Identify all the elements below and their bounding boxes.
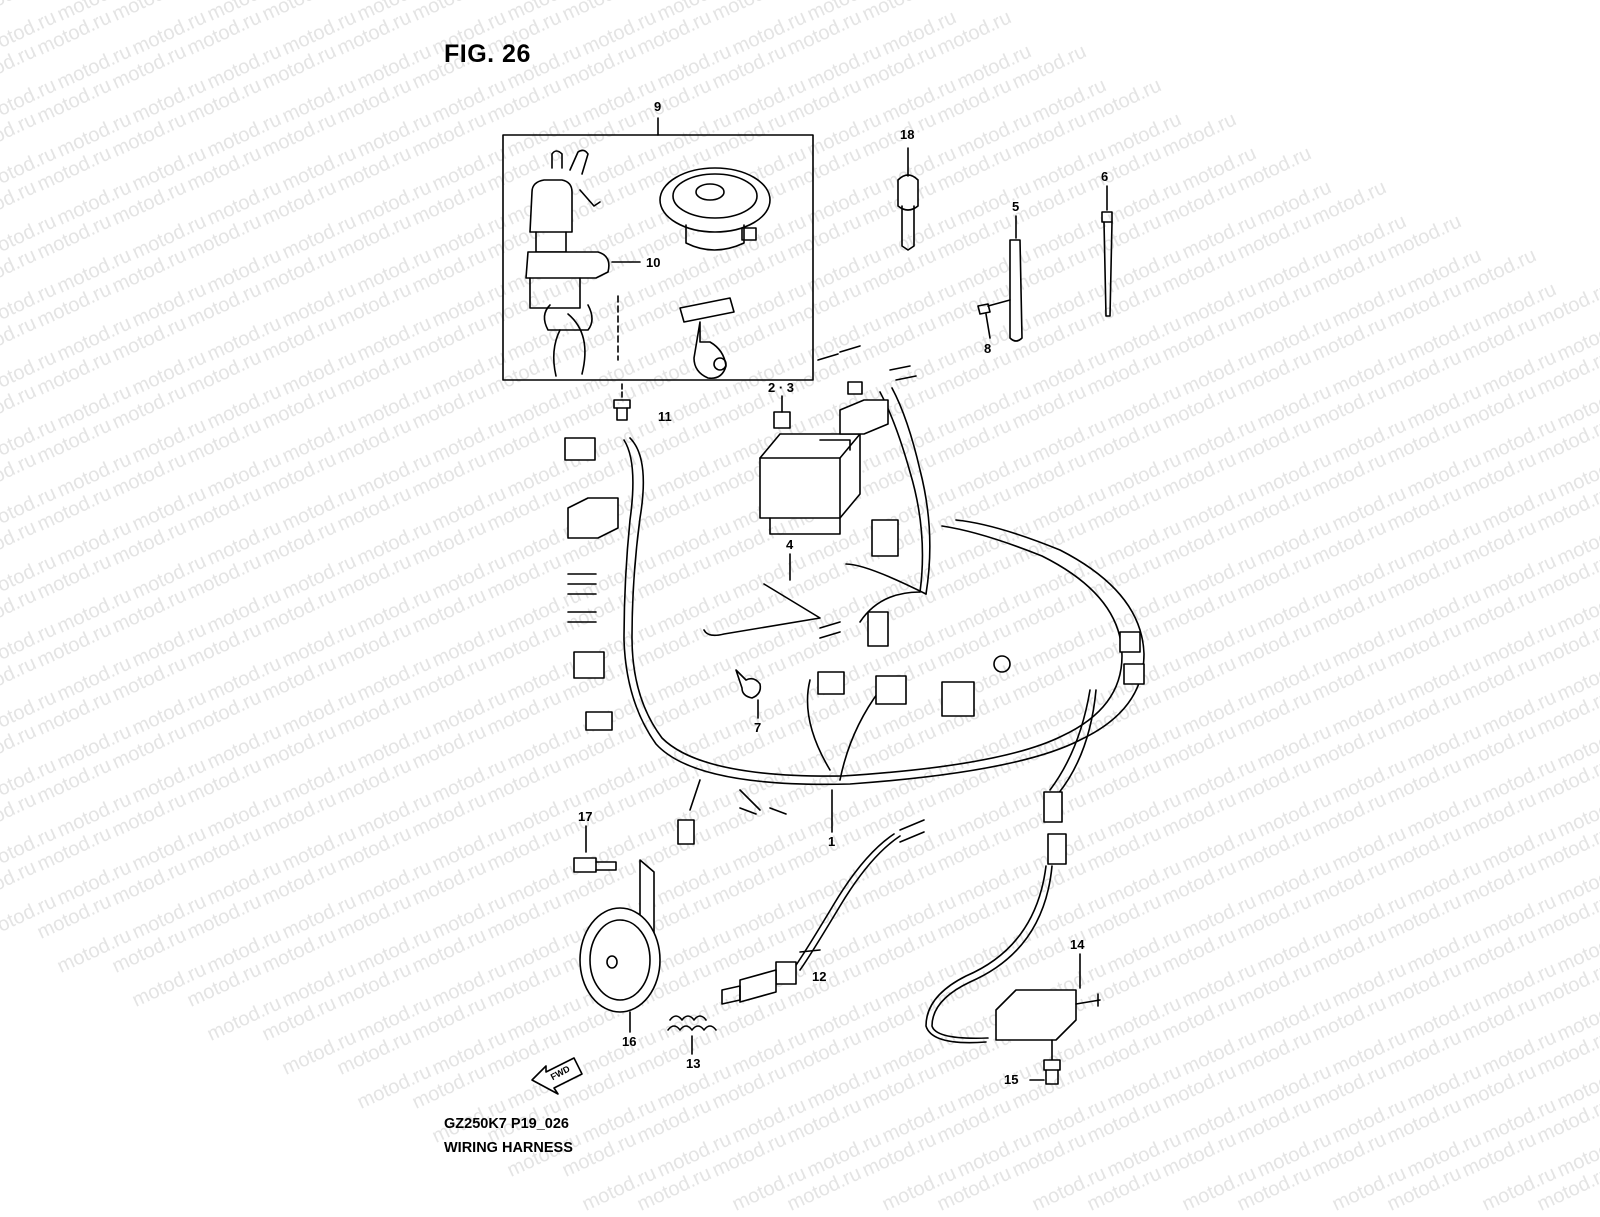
top-connectors xyxy=(817,345,917,557)
callout-11: 11 xyxy=(658,409,672,424)
spring-13 xyxy=(667,1015,717,1055)
fuse-2-3 xyxy=(773,395,791,429)
figure-code: GZ250K7 P19_026 xyxy=(444,1116,569,1132)
fwd-arrow-icon xyxy=(531,1057,583,1095)
callout-1: 1 xyxy=(828,834,836,849)
clamp-5 xyxy=(977,215,1023,342)
figure-name: WIRING HARNESS xyxy=(444,1140,573,1156)
callout-16: 16 xyxy=(622,1034,637,1049)
center-connectors xyxy=(817,611,1145,717)
bolt-11 xyxy=(613,383,631,421)
left-connectors xyxy=(564,437,619,731)
bracket-wire-4 xyxy=(703,553,821,637)
stop-switch-12 xyxy=(721,819,925,1005)
horn-16 xyxy=(579,859,661,1033)
callout-18: 18 xyxy=(900,127,915,142)
fuse-box xyxy=(759,433,861,535)
callout-9: 9 xyxy=(654,99,662,114)
bottom-connectors xyxy=(677,791,1067,865)
callout-4: 4 xyxy=(786,537,794,552)
ignition-switch xyxy=(525,149,641,377)
cable-tie-6 xyxy=(1101,185,1113,317)
callout-5: 5 xyxy=(1012,199,1020,214)
callout-17: 17 xyxy=(578,809,593,824)
fuel-cap xyxy=(659,167,771,251)
callout-6: 6 xyxy=(1101,169,1109,184)
side-stand-switch-14 xyxy=(925,865,1101,1044)
main-harness xyxy=(623,387,1145,833)
callout-13: 13 xyxy=(686,1056,701,1071)
callout-15: 15 xyxy=(1004,1072,1019,1087)
seat-lock xyxy=(679,297,735,380)
callout-10: 10 xyxy=(646,255,661,270)
callout-12: 12 xyxy=(812,969,827,984)
callout-7: 7 xyxy=(754,720,762,735)
bolt-17 xyxy=(573,825,617,873)
screw-7 xyxy=(735,669,762,719)
key-18 xyxy=(897,147,919,251)
callout-8: 8 xyxy=(984,341,992,356)
callout-14: 14 xyxy=(1070,937,1085,952)
bolt-15 xyxy=(1029,1039,1061,1085)
figure-title: FIG. 26 xyxy=(444,40,531,68)
callout-2-3: 2 · 3 xyxy=(768,380,795,395)
